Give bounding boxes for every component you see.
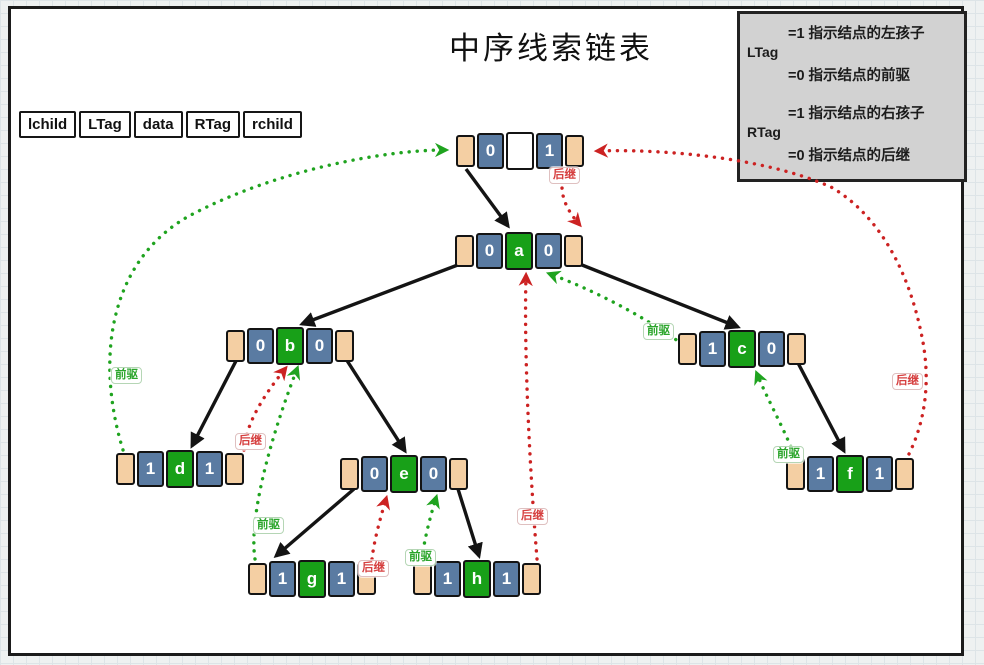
legend-rtag-label: RTag bbox=[747, 124, 781, 140]
edge-a-to-b bbox=[299, 261, 464, 327]
node-a-ltag: 0 bbox=[476, 233, 503, 269]
node-g-ltag: 1 bbox=[269, 561, 296, 597]
node-head-ltag: 0 bbox=[477, 133, 504, 169]
node-f-rtag: 1 bbox=[866, 456, 893, 492]
node-b-lchild bbox=[226, 330, 245, 362]
edge-b-to-d bbox=[190, 358, 239, 449]
node-h: 1 h 1 bbox=[413, 560, 541, 598]
node-e-rtag: 0 bbox=[420, 456, 447, 492]
edge-head-to-a bbox=[464, 167, 510, 229]
label-succ-g-e: 后继 bbox=[358, 560, 389, 577]
diagram-canvas: 中序线索链表 =1 指示结点的左孩子 LTag =0 指示结点的前驱 =1 指示… bbox=[8, 6, 967, 656]
legend-rtag-line1: =1 指示结点的右孩子 bbox=[788, 106, 925, 122]
edge-a-to-c bbox=[576, 261, 741, 330]
label-pred-f-c: 前驱 bbox=[773, 446, 804, 463]
field-rchild: rchild bbox=[243, 111, 302, 138]
node-h-rchild bbox=[522, 563, 541, 595]
node-c-rchild bbox=[787, 333, 806, 365]
node-b-rchild bbox=[335, 330, 354, 362]
node-b: 0 b 0 bbox=[226, 327, 354, 365]
node-e-lchild bbox=[340, 458, 359, 490]
label-succ-head-a: 后继 bbox=[549, 167, 580, 184]
node-c-lchild bbox=[678, 333, 697, 365]
legend-box: =1 指示结点的左孩子 LTag =0 指示结点的前驱 =1 指示结点的右孩子 … bbox=[737, 11, 967, 182]
field-lchild: lchild bbox=[19, 111, 77, 138]
label-pred-d-head: 前驱 bbox=[111, 367, 142, 384]
label-succ-h-a: 后继 bbox=[517, 508, 548, 525]
label-pred-g-b: 前驱 bbox=[253, 517, 284, 534]
label-pred-h-e: 前驱 bbox=[405, 549, 436, 566]
node-g: 1 g 1 bbox=[248, 560, 376, 598]
node-e-rchild bbox=[449, 458, 468, 490]
page-title: 中序线索链表 bbox=[449, 31, 653, 66]
node-d-rtag: 1 bbox=[196, 451, 223, 487]
thread-pred-f-to-c bbox=[754, 370, 796, 456]
legend-rtag-line2: =0 指示结点的后继 bbox=[788, 148, 911, 164]
edge-e-to-g bbox=[273, 487, 356, 559]
node-c: 1 c 0 bbox=[678, 330, 806, 368]
field-ltag: LTag bbox=[79, 111, 131, 138]
node-a-data: a bbox=[505, 232, 533, 270]
node-f: 1 f 1 bbox=[786, 455, 914, 493]
edge-e-to-h bbox=[456, 488, 483, 559]
legend-ltag-label: LTag bbox=[747, 44, 779, 60]
thread-pred-d-to-head bbox=[108, 142, 450, 452]
node-e-data: e bbox=[390, 455, 418, 493]
node-g-rtag: 1 bbox=[328, 561, 355, 597]
node-b-data: b bbox=[276, 327, 304, 365]
node-e-ltag: 0 bbox=[361, 456, 388, 492]
node-c-rtag: 0 bbox=[758, 331, 785, 367]
node-head: 0 1 bbox=[456, 132, 584, 170]
node-c-data: c bbox=[728, 330, 756, 368]
node-d-ltag: 1 bbox=[137, 451, 164, 487]
node-d: 1 d 1 bbox=[116, 450, 244, 488]
node-head-rchild bbox=[565, 135, 584, 167]
field-rtag: RTag bbox=[185, 111, 241, 138]
node-g-data: g bbox=[298, 560, 326, 598]
node-h-data: h bbox=[463, 560, 491, 598]
node-b-ltag: 0 bbox=[247, 328, 274, 364]
node-e: 0 e 0 bbox=[340, 455, 468, 493]
label-succ-d-b: 后继 bbox=[235, 433, 266, 450]
node-f-ltag: 1 bbox=[807, 456, 834, 492]
label-pred-c-a: 前驱 bbox=[643, 323, 674, 340]
legend-ltag-line1: =1 指示结点的左孩子 bbox=[788, 26, 925, 42]
node-head-rtag: 1 bbox=[536, 133, 563, 169]
node-a: 0 a 0 bbox=[455, 232, 583, 270]
node-c-ltag: 1 bbox=[699, 331, 726, 367]
node-d-data: d bbox=[166, 450, 194, 488]
node-h-ltag: 1 bbox=[434, 561, 461, 597]
node-h-rtag: 1 bbox=[493, 561, 520, 597]
node-f-data: f bbox=[836, 455, 864, 493]
node-g-lchild bbox=[248, 563, 267, 595]
edge-b-to-e bbox=[344, 358, 407, 454]
label-succ-f-head: 后继 bbox=[892, 373, 923, 390]
node-a-rtag: 0 bbox=[535, 233, 562, 269]
node-head-data bbox=[506, 132, 534, 170]
node-a-rchild bbox=[564, 235, 583, 267]
node-b-rtag: 0 bbox=[306, 328, 333, 364]
thread-succ-g-to-e bbox=[370, 494, 390, 561]
thread-succ-f-to-head bbox=[593, 143, 928, 456]
node-f-rchild bbox=[895, 458, 914, 490]
legend-ltag-line2: =0 指示结点的前驱 bbox=[788, 68, 911, 84]
node-d-rchild bbox=[225, 453, 244, 485]
node-d-lchild bbox=[116, 453, 135, 485]
node-a-lchild bbox=[455, 235, 474, 267]
edge-c-to-f bbox=[796, 362, 846, 454]
node-head-lchild bbox=[456, 135, 475, 167]
node-structure-legend: lchild LTag data RTag rchild bbox=[19, 111, 302, 138]
field-data: data bbox=[133, 111, 183, 138]
node-h-lchild bbox=[413, 563, 432, 595]
